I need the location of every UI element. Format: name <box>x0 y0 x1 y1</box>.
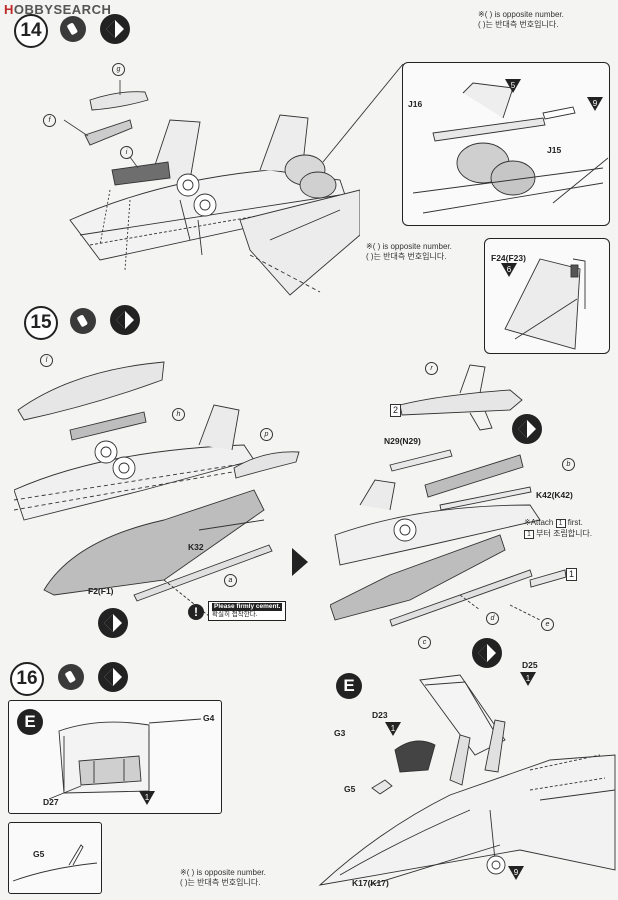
part-label-e: e <box>541 618 554 631</box>
part-label-d: d <box>486 612 499 625</box>
detail-box-fin: F24(F23) 6 <box>484 238 610 354</box>
attach-first-note: ※Attach 1 first. 1 부터 조립합니다. <box>524 518 593 539</box>
paint-both-sides-marker-bottom <box>472 638 502 668</box>
triangle-5: 5 <box>505 79 521 98</box>
variant-e-marker: E <box>17 709 43 735</box>
opposite-note-top: ※( ) is opposite number.( )는 반대측 번호입니다. <box>478 10 564 29</box>
svg-text:9: 9 <box>593 99 598 108</box>
label-k32: K32 <box>188 542 204 552</box>
label-f24: F24(F23) <box>491 253 526 263</box>
label-j15: J15 <box>547 145 562 155</box>
opposite-note-bottom: ※( ) is opposite number.( )는 반대측 번호입니다. <box>180 868 266 887</box>
label-f2: F2(F1) <box>88 586 114 596</box>
part-label-l: l <box>40 354 53 367</box>
step16-cockpit-drawing <box>318 674 616 886</box>
label-g3: G3 <box>334 728 346 738</box>
step-14-number: 14 <box>14 14 48 48</box>
paint-both-sides-icon <box>100 14 130 44</box>
part-label-f: f <box>43 114 56 127</box>
step-arrow-right <box>292 548 308 576</box>
label-g5-detail: G5 <box>33 849 45 859</box>
svg-text:1: 1 <box>526 674 531 683</box>
opposite-note-mid: ※( ) is opposite number.( )는 반대측 번호입니다. <box>366 242 452 261</box>
triangle-1-canopy: 1 <box>139 791 155 810</box>
cement-icon-16 <box>58 664 84 690</box>
canopy-detail-box: E G4 D27 1 <box>8 700 222 814</box>
svg-text:1: 1 <box>145 793 150 802</box>
number-box-2: 2 <box>390 404 402 417</box>
label-d25: D25 <box>522 660 538 670</box>
triangle-9: 9 <box>587 97 603 116</box>
paint-both-sides-marker-right <box>512 414 542 444</box>
detail-box-engine: J16 J15 5 9 <box>402 62 610 226</box>
part-label-p: p <box>260 428 273 441</box>
g5-detail-box: G5 <box>8 822 102 894</box>
step-15-number: 15 <box>24 306 58 340</box>
part-label-a: a <box>224 574 237 587</box>
label-k17: K17(K17) <box>352 878 389 888</box>
part-label-i: i <box>120 146 133 159</box>
label-d23: D23 <box>372 710 388 720</box>
watermark: HOBBYSEARCH <box>4 2 112 17</box>
part-label-b: b <box>562 458 575 471</box>
step-16-number: 16 <box>10 662 44 696</box>
variant-e-marker-cockpit: E <box>336 673 362 699</box>
paint-both-sides-marker-left <box>98 608 128 638</box>
svg-text:6: 6 <box>507 265 512 274</box>
part-label-g: g <box>112 63 125 76</box>
svg-text:5: 5 <box>511 81 516 90</box>
label-j16: J16 <box>408 99 423 109</box>
triangle-1-d23: 1 <box>385 722 401 741</box>
paint-both-sides-icon-15 <box>110 305 140 335</box>
triangle-9-gear: 9 <box>508 866 524 885</box>
step15-left-drawing <box>14 361 300 621</box>
label-k42: K42(K42) <box>536 490 573 500</box>
part-label-c: c <box>418 636 431 649</box>
svg-text:9: 9 <box>514 868 519 877</box>
paint-both-sides-icon-16 <box>98 662 128 692</box>
cement-icon <box>60 16 86 42</box>
warning-icon: ! <box>188 604 204 620</box>
part-label-r: r <box>425 362 438 375</box>
label-g5-cockpit: G5 <box>344 784 356 794</box>
label-n29: N29(N29) <box>384 436 421 446</box>
svg-text:1: 1 <box>391 724 396 733</box>
number-box-1: 1 <box>566 568 578 581</box>
label-g4: G4 <box>203 713 215 723</box>
triangle-1-d25: 1 <box>520 672 536 691</box>
cement-icon-15 <box>70 308 96 334</box>
detail-callout-lines <box>322 63 404 163</box>
label-d27: D27 <box>43 797 59 807</box>
triangle-6: 6 <box>501 263 517 282</box>
step15-right-drawing <box>330 364 567 627</box>
cement-warning: Please firmly cement.확실히 접착한다. <box>208 601 287 621</box>
step14-aircraft-drawing <box>63 80 360 296</box>
part-label-h: h <box>172 408 185 421</box>
